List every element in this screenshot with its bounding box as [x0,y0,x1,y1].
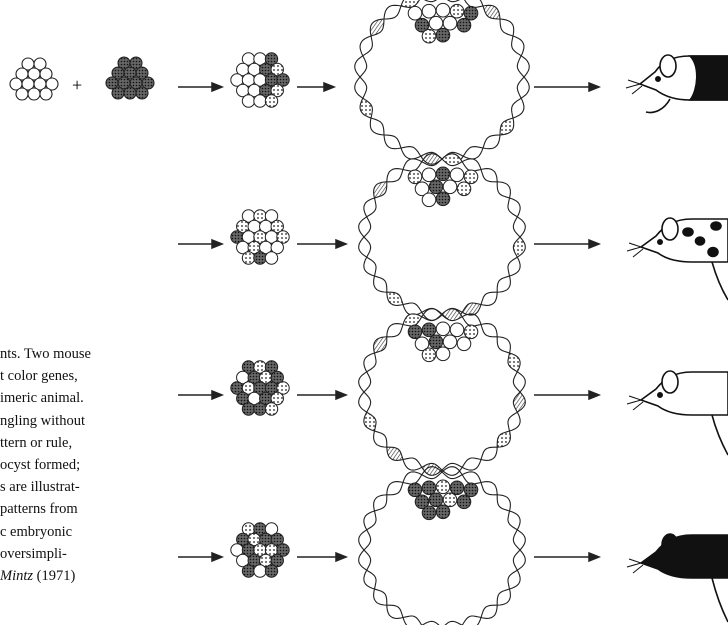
blastocyst-row-4 [359,467,526,625]
process-arrows [178,83,599,561]
caption-line: t color genes, [0,365,170,387]
figure-caption: nts. Two mouse t color genes, imeric ani… [0,343,170,625]
blastocyst-row-2 [359,154,526,321]
embryo-dark-cells [106,57,154,99]
mouse-dark [627,534,728,622]
citation-year: (1971) [33,568,75,584]
caption-line: oversimpli- [0,543,170,565]
morula-row-4 [231,523,289,577]
caption-line: nts. Two mouse [0,343,170,365]
citation-author: Mintz [0,568,33,584]
morula-row-3 [231,361,289,415]
mouse-white [627,371,728,455]
caption-line-citation: Mintz (1971) [0,565,170,587]
caption-line: ocyst formed; [0,454,170,476]
embryo-white-cells [10,58,58,100]
mouse-half-dark [626,55,728,112]
caption-line: patterns from [0,498,170,520]
caption-line: ttern or rule, [0,432,170,454]
morula-row-2 [231,210,289,264]
caption-line: imeric animal. [0,387,170,409]
caption-line: c embryonic [0,521,170,543]
blastocyst-row-1 [355,0,529,164]
mouse-spotted [627,218,728,300]
blastocyst-row-3 [359,309,526,476]
caption-line: s are illustrat- [0,476,170,498]
morula-row-1 [231,53,289,107]
plus-sign: + [72,75,82,95]
caption-line: ngling without [0,410,170,432]
